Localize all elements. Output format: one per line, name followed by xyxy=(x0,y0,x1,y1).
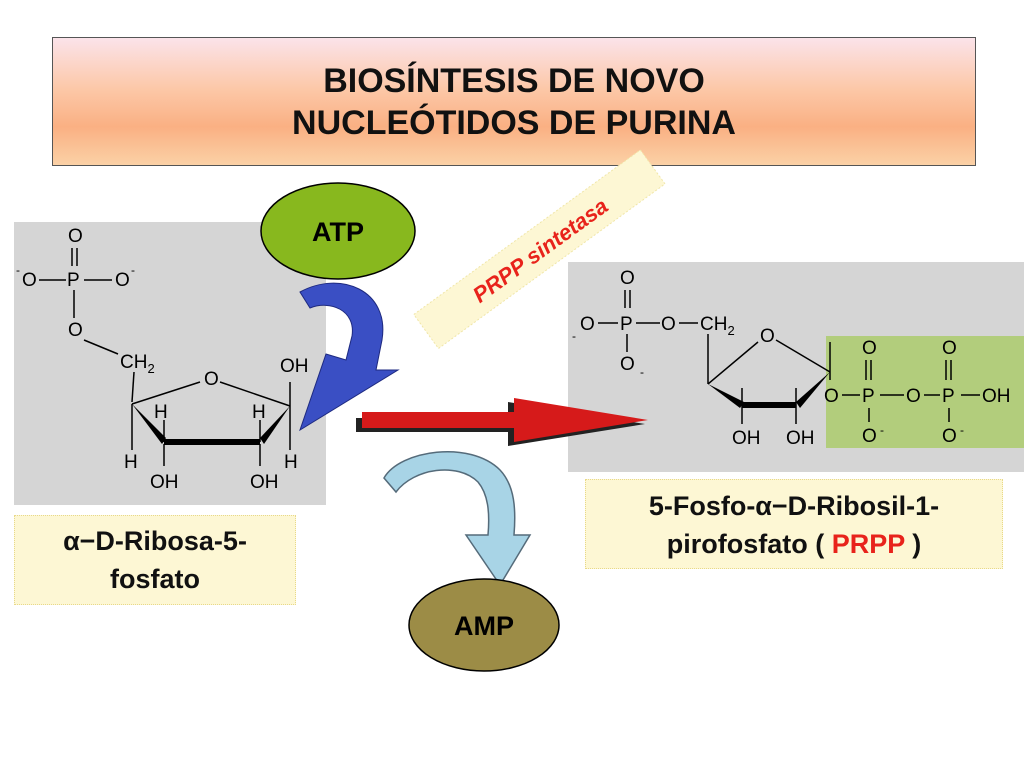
charge-minus: - xyxy=(640,365,644,379)
charge-minus: - xyxy=(572,329,576,343)
substrate-name-box: α−D-Ribosa-5- fosfato xyxy=(14,515,296,605)
atom-p-alpha: P xyxy=(862,386,875,407)
h-c2: H xyxy=(252,402,266,423)
substrate-structure: O - O P O - O CH2 O H H OH H OH OH H xyxy=(16,226,309,493)
amp-output-arrow xyxy=(383,451,532,587)
charge-minus: - xyxy=(16,263,20,277)
atom-p: P xyxy=(67,270,80,291)
atom-o-left: O xyxy=(580,314,595,335)
enzyme-label-group: PRPP sintetasa xyxy=(413,149,666,350)
ch2-group: CH2 xyxy=(700,314,735,338)
atom-o-alpha-bottom: O xyxy=(862,426,877,447)
atp-input-arrow xyxy=(299,282,400,432)
atom-o-top: O xyxy=(68,226,83,247)
h-c4: H xyxy=(124,452,138,473)
charge-minus: - xyxy=(131,263,135,277)
product-structure: O - O P O CH2 O - O OH OH O P O O - O P … xyxy=(572,268,1011,449)
prpp-highlight: PRPP xyxy=(831,529,905,559)
oh-c3: OH xyxy=(732,428,761,449)
atom-o-top: O xyxy=(620,268,635,289)
main-reaction-arrow xyxy=(362,398,648,442)
product-name-suffix: ) xyxy=(904,529,922,559)
title-line-2: NUCLEÓTIDOS DE PURINA xyxy=(292,103,736,142)
substrate-structure-panel xyxy=(14,222,326,505)
ring-oxygen: O xyxy=(204,369,219,390)
substrate-name-line-1: α−D-Ribosa-5- xyxy=(63,526,247,556)
charge-minus: - xyxy=(880,423,884,437)
oh-terminal: OH xyxy=(982,386,1011,407)
atom-o-bridge: O xyxy=(906,386,921,407)
atom-o-beta-top: O xyxy=(942,338,957,359)
ring-oxygen: O xyxy=(760,326,775,347)
oh-c2: OH xyxy=(786,428,815,449)
h-c1: H xyxy=(284,452,298,473)
atom-o-ester: O xyxy=(68,320,83,341)
product-name-line-1: 5-Fosfo-α−D-Ribosil-1- xyxy=(648,491,940,521)
pyrophosphate-highlight xyxy=(826,336,1024,448)
amp-label: AMP xyxy=(454,611,514,641)
atom-p-beta: P xyxy=(942,386,955,407)
oh-c1: OH xyxy=(280,356,309,377)
atom-o-glycosidic: O xyxy=(824,386,839,407)
product-name-prefix: pirofosfato ( xyxy=(666,529,832,559)
ch2-group: CH2 xyxy=(120,352,155,376)
atom-o-right: O xyxy=(115,270,130,291)
oh-c3: OH xyxy=(150,472,179,493)
amp-oval xyxy=(408,578,560,672)
atom-p: P xyxy=(620,314,633,335)
enzyme-label: PRPP sintetasa xyxy=(468,193,613,308)
title-banner: BIOSÍNTESIS DE NOVO NUCLEÓTIDOS DE PURIN… xyxy=(52,37,976,166)
atom-o-left: O xyxy=(22,270,37,291)
atom-o-bottom: O xyxy=(620,354,635,375)
charge-minus: - xyxy=(960,423,964,437)
title-line-1: BIOSÍNTESIS DE NOVO xyxy=(323,61,705,100)
product-name-line-2: pirofosfato ( PRPP ) xyxy=(586,525,1002,563)
substrate-name-line-2: fosfato xyxy=(110,564,200,594)
atom-o-ester: O xyxy=(661,314,676,335)
atom-o-beta-bottom: O xyxy=(942,426,957,447)
atp-label: ATP xyxy=(312,217,364,247)
h-c3: H xyxy=(154,402,168,423)
atom-o-alpha-top: O xyxy=(862,338,877,359)
atp-oval xyxy=(260,182,416,280)
oh-c2: OH xyxy=(250,472,279,493)
product-name-box: 5-Fosfo-α−D-Ribosil-1- pirofosfato ( PRP… xyxy=(585,479,1003,569)
